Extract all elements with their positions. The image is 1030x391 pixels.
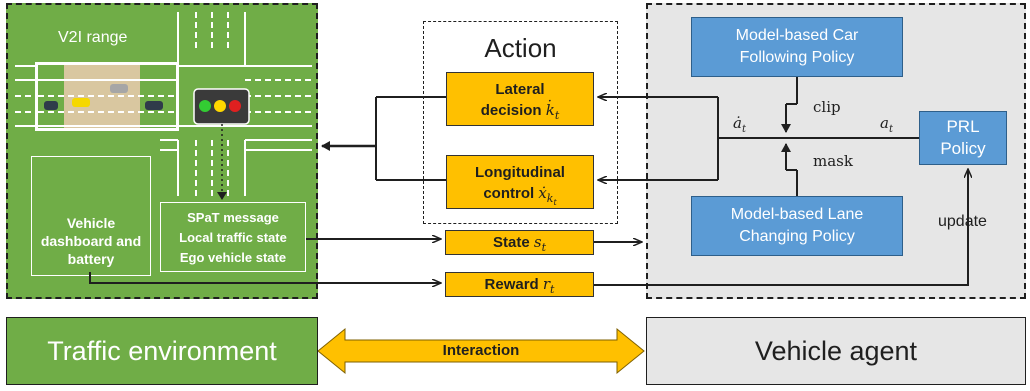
vehicle-agent-label: Vehicle agent — [754, 335, 918, 366]
car-icon — [145, 101, 163, 110]
dashboard-label: Vehicle dashboard and battery — [40, 215, 142, 267]
traffic-environment-box: Traffic environment — [6, 317, 318, 385]
longitudinal-control-box: Longitudinal control ẋkt — [446, 155, 594, 209]
reward-in-arrow — [89, 272, 441, 283]
prl-label: PRL Policy — [940, 117, 986, 158]
ego-car-icon — [72, 98, 90, 107]
car-following-policy-box: Model-based Car Following Policy — [691, 17, 903, 77]
a-sub: t — [888, 124, 893, 135]
longitudinal-symbol-sub: k — [546, 192, 554, 205]
reward-label: Reward — [484, 276, 539, 293]
longitudinal-symbol: ẋ — [538, 184, 547, 202]
lane-changing-label: Model-based Lane Changing Policy — [730, 206, 864, 245]
traffic-environment-label: Traffic environment — [47, 335, 277, 366]
spat-message-label: SPaT message — [187, 210, 279, 225]
intersection-roads — [15, 12, 312, 196]
a-label: at — [880, 114, 893, 135]
state-box: State st — [445, 230, 594, 255]
reward-symbol: r — [542, 275, 551, 293]
lane-changing-policy-box: Model-based Lane Changing Policy — [691, 196, 903, 256]
car-following-label: Model-based Car Following Policy — [735, 27, 859, 66]
reward-update-arrow — [594, 169, 968, 286]
dashboard-box: Vehicle dashboard and battery — [31, 156, 151, 276]
longitudinal-label: Longitudinal — [475, 164, 565, 181]
lateral-symbol: k̇ — [545, 101, 555, 119]
lateral-label-2: decision — [480, 102, 542, 119]
interaction-label: Interaction — [442, 342, 520, 359]
prl-policy-box: PRL Policy — [919, 111, 1007, 165]
interaction-double-arrow — [317, 327, 645, 375]
a-dot-symbol: ȧ — [733, 114, 742, 132]
traffic-light-icon — [193, 88, 250, 200]
local-traffic-label: Local traffic state — [179, 230, 287, 245]
state-label: State — [493, 234, 530, 251]
vehicle-agent-box: Vehicle agent — [646, 317, 1026, 385]
clip-label: clip — [813, 98, 841, 116]
longitudinal-symbol-subsub: t — [553, 198, 557, 208]
reward-symbol-sub: t — [550, 283, 555, 296]
reward-box: Reward rt — [445, 272, 594, 297]
car-icon — [44, 101, 58, 110]
ego-vehicle-label: Ego vehicle state — [179, 250, 287, 265]
update-label: update — [938, 213, 987, 230]
lateral-label: Lateral — [495, 81, 545, 98]
action-title: Action — [484, 33, 557, 63]
car-icon — [110, 84, 128, 93]
a-dot-label: ȧt — [733, 114, 746, 135]
lateral-decision-box: Lateral decision k̇t — [446, 72, 594, 126]
road-inset-icon — [35, 62, 179, 131]
state-symbol-sub: t — [541, 241, 546, 254]
lateral-symbol-sub: t — [554, 109, 560, 122]
v2i-range-label: V2I range — [58, 29, 128, 46]
a-dot-sub: t — [741, 124, 746, 135]
mask-label: mask — [813, 152, 853, 170]
a-symbol: a — [880, 114, 889, 132]
message-box: SPaT message Local traffic state Ego veh… — [160, 202, 306, 272]
longitudinal-label-2: control — [483, 185, 535, 202]
state-symbol: s — [533, 233, 542, 251]
